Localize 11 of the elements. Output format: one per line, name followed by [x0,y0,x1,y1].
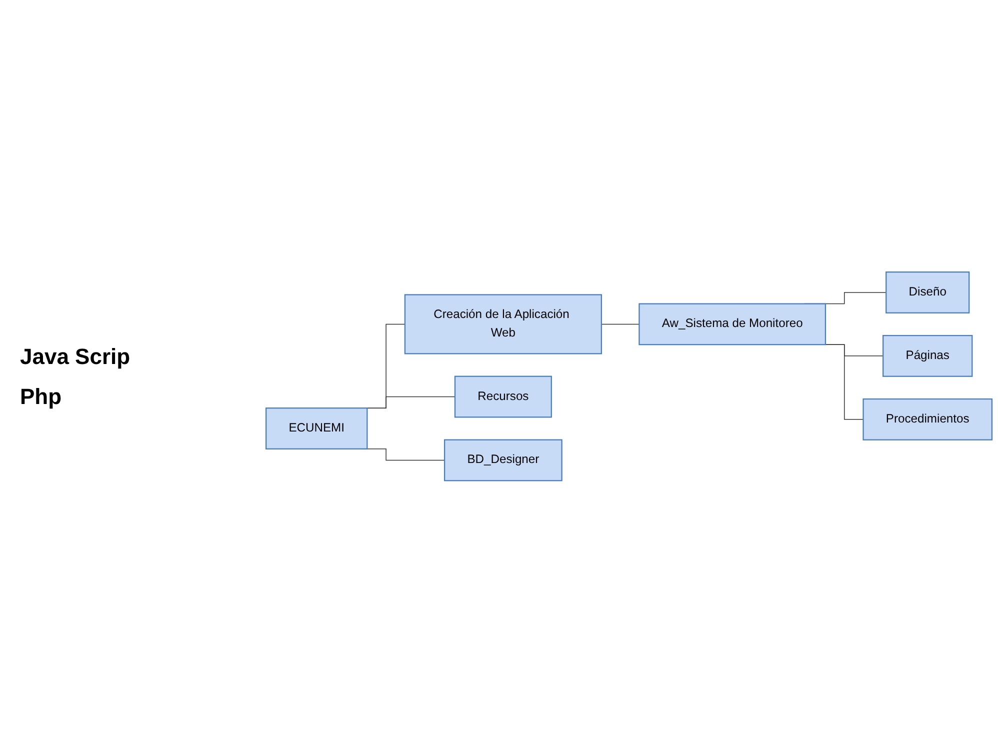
connector [601,324,640,325]
node-box: Diseño [886,272,970,314]
node-box: ECUNEMI [265,408,368,450]
node-box: Recursos [454,376,552,418]
node-box: Aw_Sistema de Monitoreo [638,303,826,346]
node-box: BD_Designer [444,439,562,482]
note-text: Java Scrip [20,344,132,370]
note-text: Php [20,384,63,410]
node-box: Creación de la Aplicación Web [404,294,602,354]
node-box: Procedimientos [862,398,993,441]
node-box: Páginas [882,335,973,378]
